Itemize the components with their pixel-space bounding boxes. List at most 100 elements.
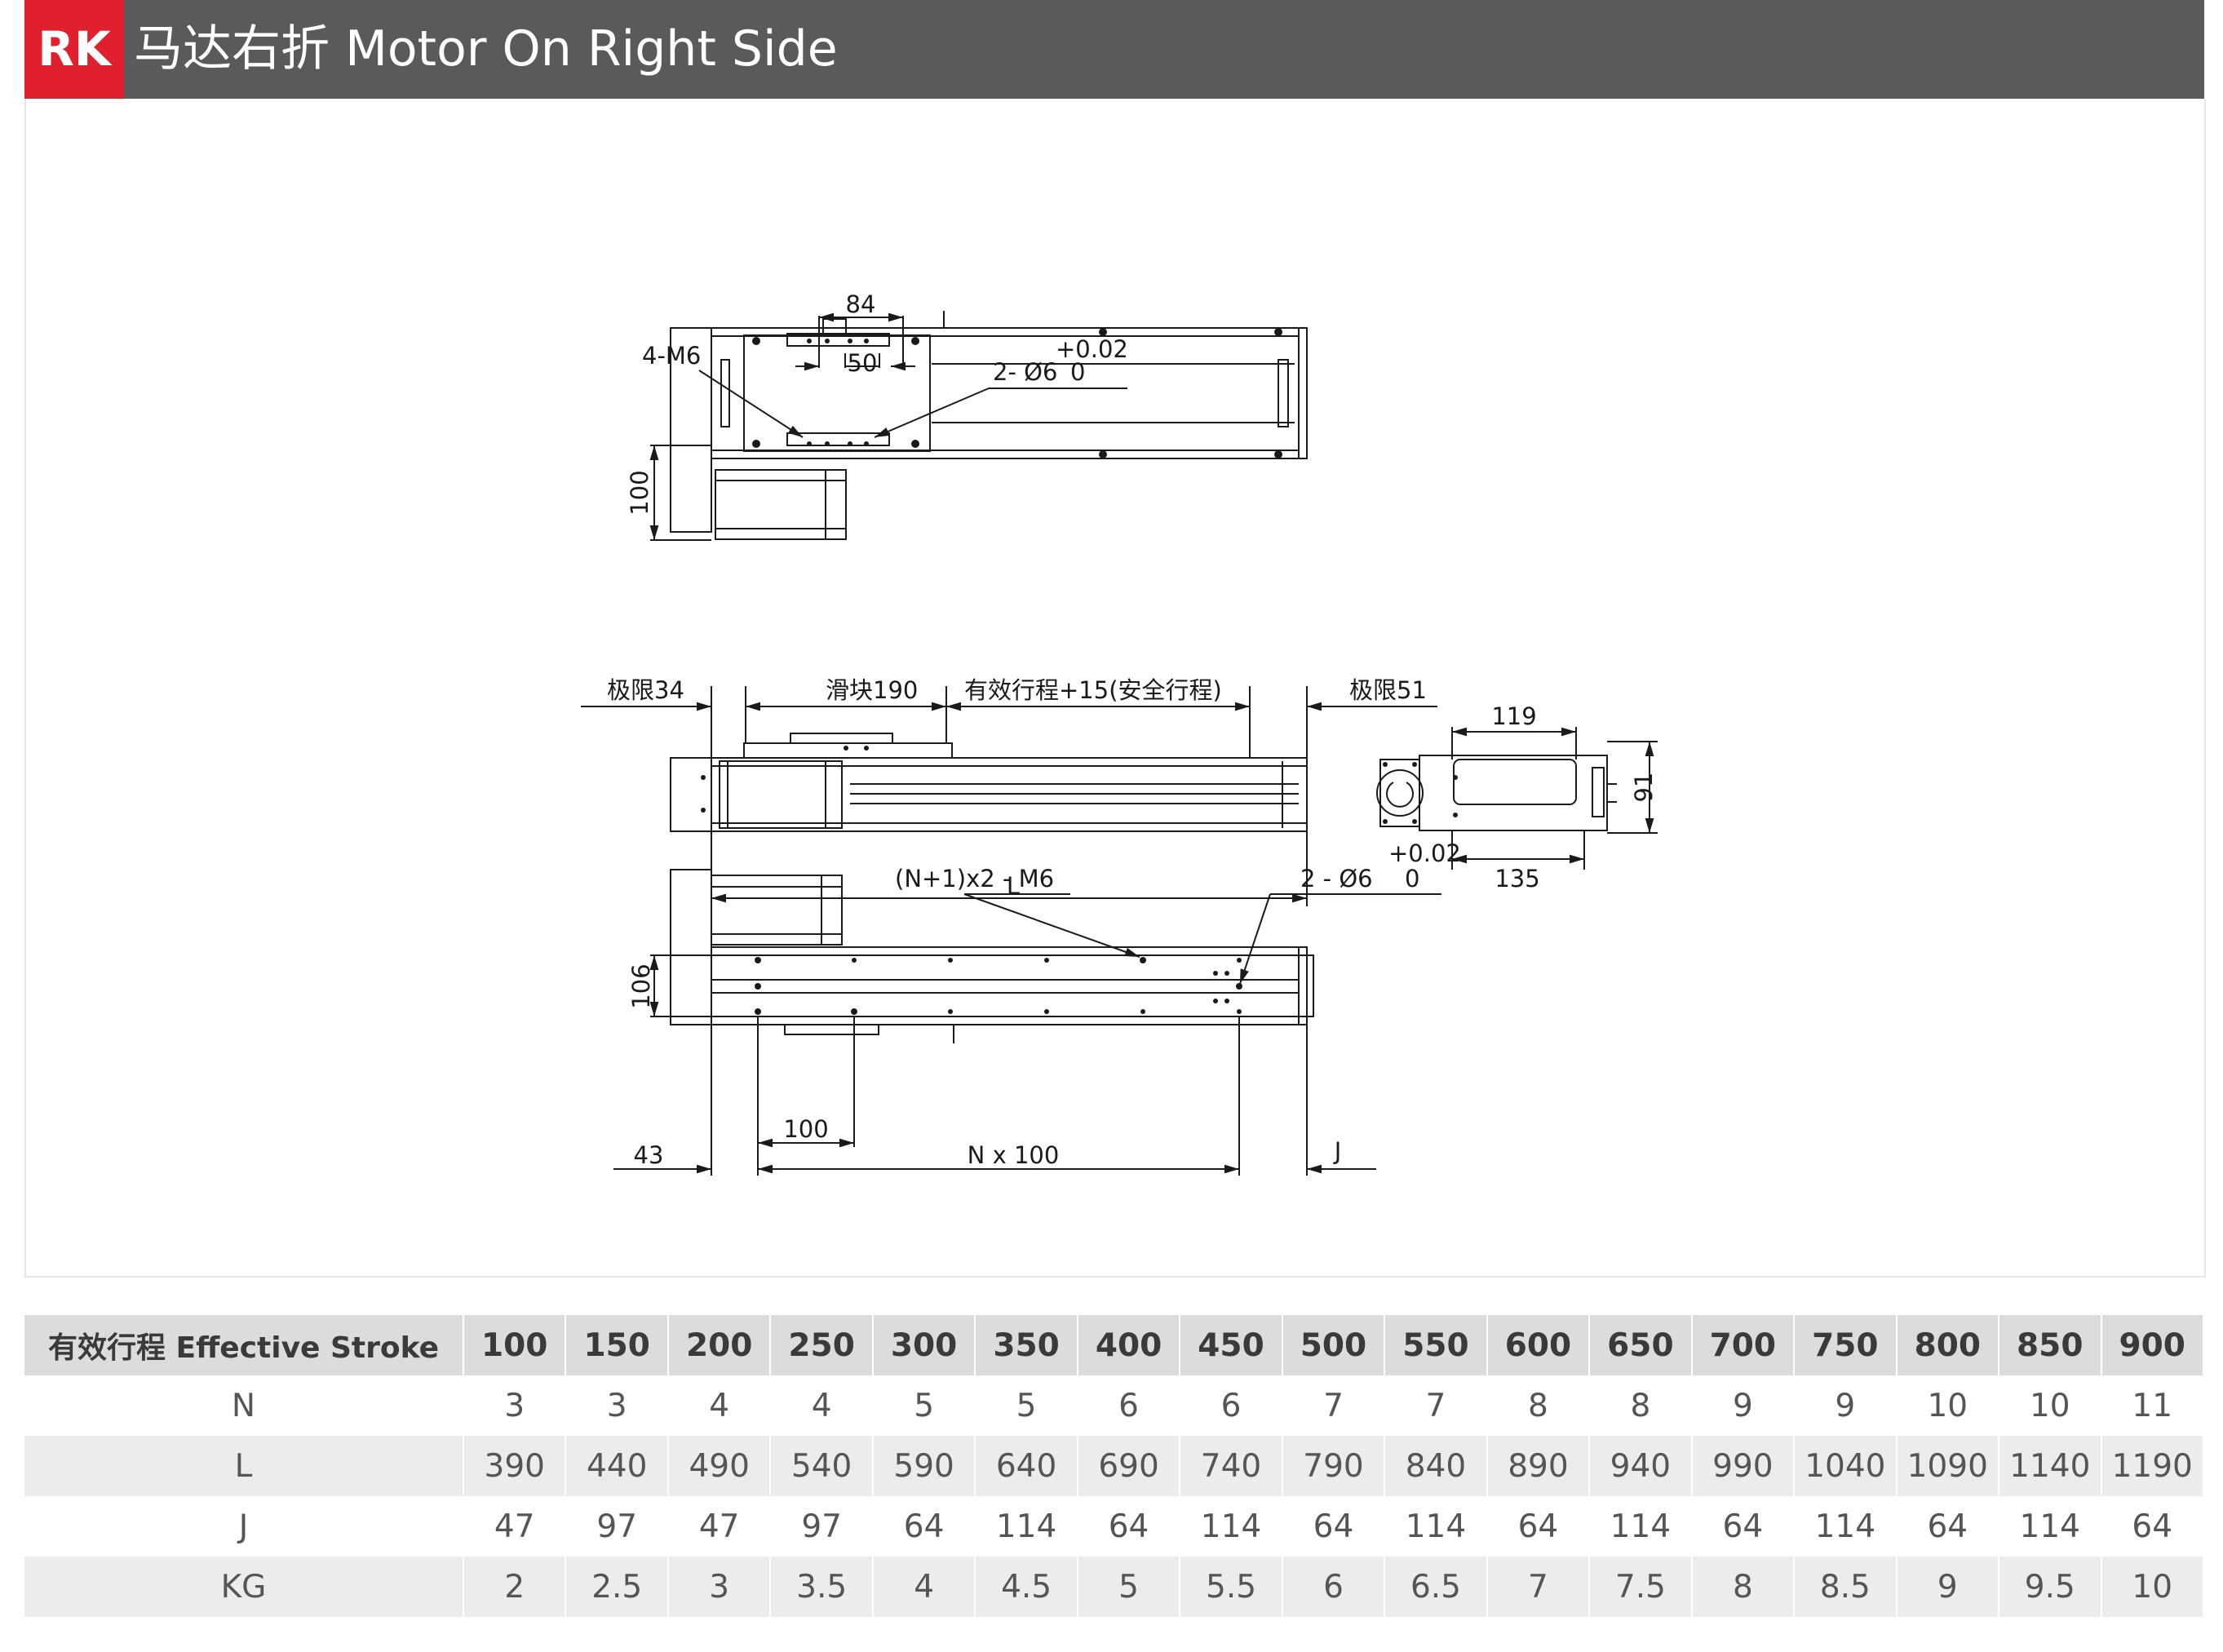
dim-119: 119: [1491, 702, 1536, 730]
table-cell: 97: [565, 1496, 669, 1557]
table-cell: 7: [1282, 1375, 1386, 1436]
dimension-labels: 84 50 4-M6 2- Ø6 +0.02 0 100 极限34 滑块190 …: [607, 290, 1658, 1169]
stroke-header: 150: [565, 1315, 669, 1375]
table-cell: 5.5: [1180, 1557, 1283, 1617]
model-badge: RK: [24, 0, 124, 99]
table-cell: 114: [1384, 1496, 1488, 1557]
table-cell: 64: [1486, 1496, 1591, 1557]
table-cell: 690: [1077, 1436, 1181, 1496]
label-stroke-safe: 有效行程+15(安全行程): [964, 676, 1222, 704]
table-cell: 1040: [1794, 1436, 1898, 1496]
stroke-header: 250: [770, 1315, 874, 1375]
label-2-d6-bottom: 2 - Ø6: [1300, 865, 1373, 892]
page-title: 马达右折 Motor On Right Side: [134, 20, 838, 78]
stroke-header: 750: [1794, 1315, 1898, 1375]
table-cell: 7: [1384, 1375, 1488, 1436]
table-cell: 9: [1691, 1375, 1796, 1436]
table-cell: 640: [975, 1436, 1078, 1496]
stroke-header: 200: [667, 1315, 772, 1375]
table-cell: 3: [463, 1375, 567, 1436]
table-cell: 9.5: [1999, 1557, 2102, 1617]
stroke-header: 550: [1384, 1315, 1488, 1375]
stroke-header: 400: [1077, 1315, 1181, 1375]
dim-50: 50: [848, 349, 878, 377]
table-cell: 10: [1999, 1375, 2102, 1436]
end-view: [1376, 755, 1617, 831]
table-cell: 64: [1896, 1496, 2000, 1557]
side-view-dimensions: [581, 686, 1437, 906]
tol-zero-bottom: 0: [1405, 865, 1419, 892]
stroke-header: 900: [2101, 1315, 2204, 1375]
stroke-header: 600: [1486, 1315, 1591, 1375]
table-cell: 114: [1180, 1496, 1283, 1557]
stroke-header: 850: [1999, 1315, 2102, 1375]
side-view-holes: [701, 746, 869, 813]
dim-135: 135: [1495, 865, 1539, 892]
header-bar: RK 马达右折 Motor On Right Side: [24, 0, 2204, 99]
table-cell: 2.5: [565, 1557, 669, 1617]
stroke-header: 450: [1180, 1315, 1283, 1375]
table-cell: 5: [1077, 1557, 1181, 1617]
stroke-header: 800: [1896, 1315, 2000, 1375]
stroke-header: 300: [872, 1315, 976, 1375]
row-label: N: [24, 1375, 464, 1436]
tol-zero-top: 0: [1070, 358, 1085, 386]
table-cell: 7.5: [1589, 1557, 1693, 1617]
table-cell: 114: [975, 1496, 1078, 1557]
stroke-header: 500: [1282, 1315, 1386, 1375]
table-header-label: 有效行程 Effective Stroke: [24, 1315, 464, 1375]
table-cell: 2: [463, 1557, 567, 1617]
table-cell: 1140: [1999, 1436, 2102, 1496]
table-cell: 6: [1180, 1375, 1283, 1436]
dim-J: J: [1333, 1137, 1342, 1165]
tol-plus-bottom: +0.02: [1388, 839, 1461, 867]
dim-L: L: [1007, 872, 1020, 900]
technical-drawing: 84 50 4-M6 2- Ø6 +0.02 0 100 极限34 滑块190 …: [581, 290, 1658, 1176]
table-cell: 8.5: [1794, 1557, 1898, 1617]
table-cell: 590: [872, 1436, 976, 1496]
table-cell: 3: [667, 1557, 772, 1617]
table-cell: 1090: [1896, 1436, 2000, 1496]
table-cell: 790: [1282, 1436, 1386, 1496]
dim-100-top: 100: [626, 470, 653, 515]
table-cell: 3.5: [770, 1557, 874, 1617]
table-cell: 114: [1589, 1496, 1693, 1557]
table-cell: 390: [463, 1436, 567, 1496]
top-view-dimensions: [649, 312, 1127, 541]
table-cell: 4: [872, 1557, 976, 1617]
table-cell: 6: [1282, 1557, 1386, 1617]
table-cell: 11: [2101, 1375, 2204, 1436]
table-cell: 1190: [2101, 1436, 2204, 1496]
table-cell: 540: [770, 1436, 874, 1496]
dim-43: 43: [634, 1141, 664, 1169]
table-cell: 64: [872, 1496, 976, 1557]
side-view: [670, 733, 1308, 832]
table-cell: 990: [1691, 1436, 1796, 1496]
table-cell: 3: [565, 1375, 669, 1436]
table-cell: 6: [1077, 1375, 1181, 1436]
label-limit-34: 极限34: [607, 676, 684, 704]
table-cell: 740: [1180, 1436, 1283, 1496]
table-cell: 4: [667, 1375, 772, 1436]
row-label: L: [24, 1436, 464, 1496]
dim-100-bottom: 100: [783, 1115, 828, 1143]
table-cell: 7: [1486, 1557, 1591, 1617]
stroke-header: 100: [463, 1315, 567, 1375]
label-n1-m6: (N+1)x2 - M6: [895, 865, 1054, 892]
label-slider-190: 滑块190: [826, 676, 918, 704]
label-2-d6-top: 2- Ø6: [993, 358, 1057, 386]
table-cell: 8: [1589, 1375, 1693, 1436]
label-4-m6: 4-M6: [642, 342, 701, 370]
table-cell: 64: [1691, 1496, 1796, 1557]
top-view: [670, 311, 1308, 540]
stroke-header: 700: [1691, 1315, 1796, 1375]
table-cell: 9: [1896, 1557, 2000, 1617]
table-cell: 4: [770, 1375, 874, 1436]
